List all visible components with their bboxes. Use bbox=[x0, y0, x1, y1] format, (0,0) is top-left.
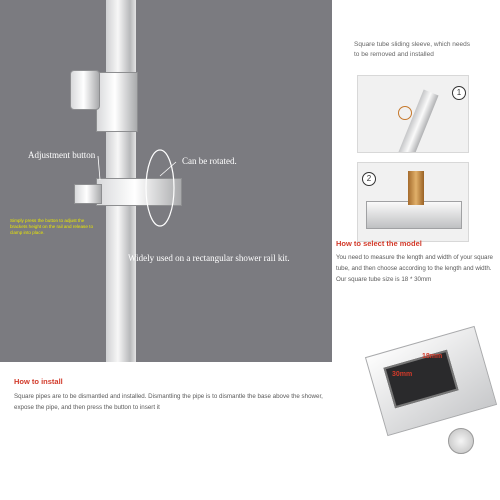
rotate-indicator bbox=[145, 149, 175, 227]
adjustment-button-label: Adjustment button bbox=[28, 150, 96, 160]
brass-insert bbox=[408, 171, 424, 205]
step-2-badge: 2 bbox=[362, 172, 376, 186]
dimension-30mm: 30mm bbox=[392, 371, 413, 378]
rotate-label: Can be rotated. bbox=[182, 156, 237, 166]
sliding-sleeve-caption: Square tube sliding sleeve, which needs … bbox=[354, 41, 470, 58]
adjustment-button-shape bbox=[74, 184, 102, 204]
main-product-photo: Adjustment button Can be rotated. Simply… bbox=[0, 0, 332, 362]
select-model-heading: How to select the model bbox=[336, 239, 422, 248]
top-holder bbox=[96, 72, 138, 132]
select-model-body: You need to measure the length and width… bbox=[336, 254, 493, 283]
top-holder-clamp bbox=[70, 70, 100, 110]
step-1-badge: 1 bbox=[452, 86, 466, 100]
bracket-clip bbox=[398, 106, 412, 120]
base-plate bbox=[366, 201, 462, 229]
install-body: Square pipes are to be dismantled and in… bbox=[14, 393, 323, 411]
bracket-knob bbox=[448, 428, 474, 454]
sliding-bracket bbox=[96, 178, 182, 206]
inset-photo-step-1 bbox=[357, 75, 469, 153]
dimension-18mm: 18mm bbox=[422, 353, 443, 360]
wall-pipe bbox=[397, 89, 439, 152]
callout-lines bbox=[97, 155, 177, 181]
bracket-size-photo: 18mm 30mm bbox=[332, 300, 500, 472]
widely-used-caption: Widely used on a rectangular shower rail… bbox=[128, 253, 290, 263]
yellow-instruction-note: Simply press the button to adjust the br… bbox=[10, 218, 93, 235]
inset-photo-step-2 bbox=[357, 162, 469, 242]
install-heading: How to install bbox=[14, 377, 63, 386]
